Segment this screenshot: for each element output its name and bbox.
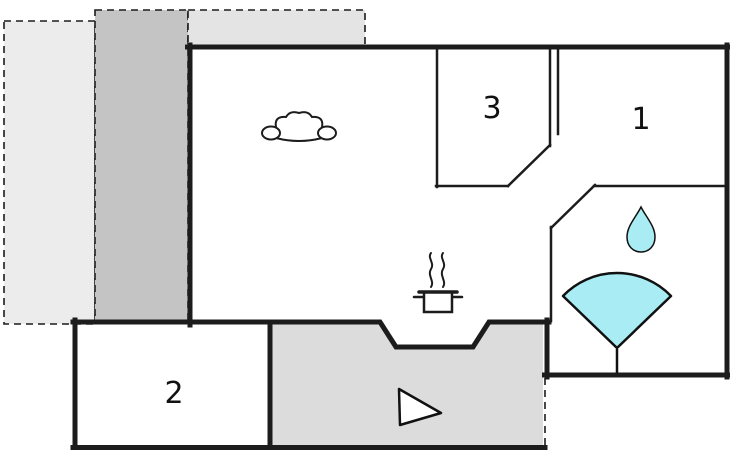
room-2-label: 2 [164,376,183,411]
terrace-left-inner [94,9,189,323]
steam-icon [440,252,446,288]
stove-icon [412,252,464,314]
shower-fan [561,271,673,350]
wall-bathroom-diagonal [549,183,597,230]
shower-icon [561,271,673,373]
water-drop-icon [626,205,656,253]
sofa-icon [261,111,337,142]
triangle-marker-icon [397,387,443,427]
terrace-top-band [187,9,366,48]
interior-walls [434,45,729,323]
kitchen-floor [272,324,543,450]
terrace-left-outer [3,20,96,325]
steam-icon [428,252,434,288]
room-3-label: 3 [482,91,501,126]
pot-body [422,290,454,314]
wall-kitchen-notch [70,319,552,350]
wall-room3-diagonal [506,143,552,188]
outer-walls [70,42,730,450]
room-1-label: 1 [631,102,650,137]
